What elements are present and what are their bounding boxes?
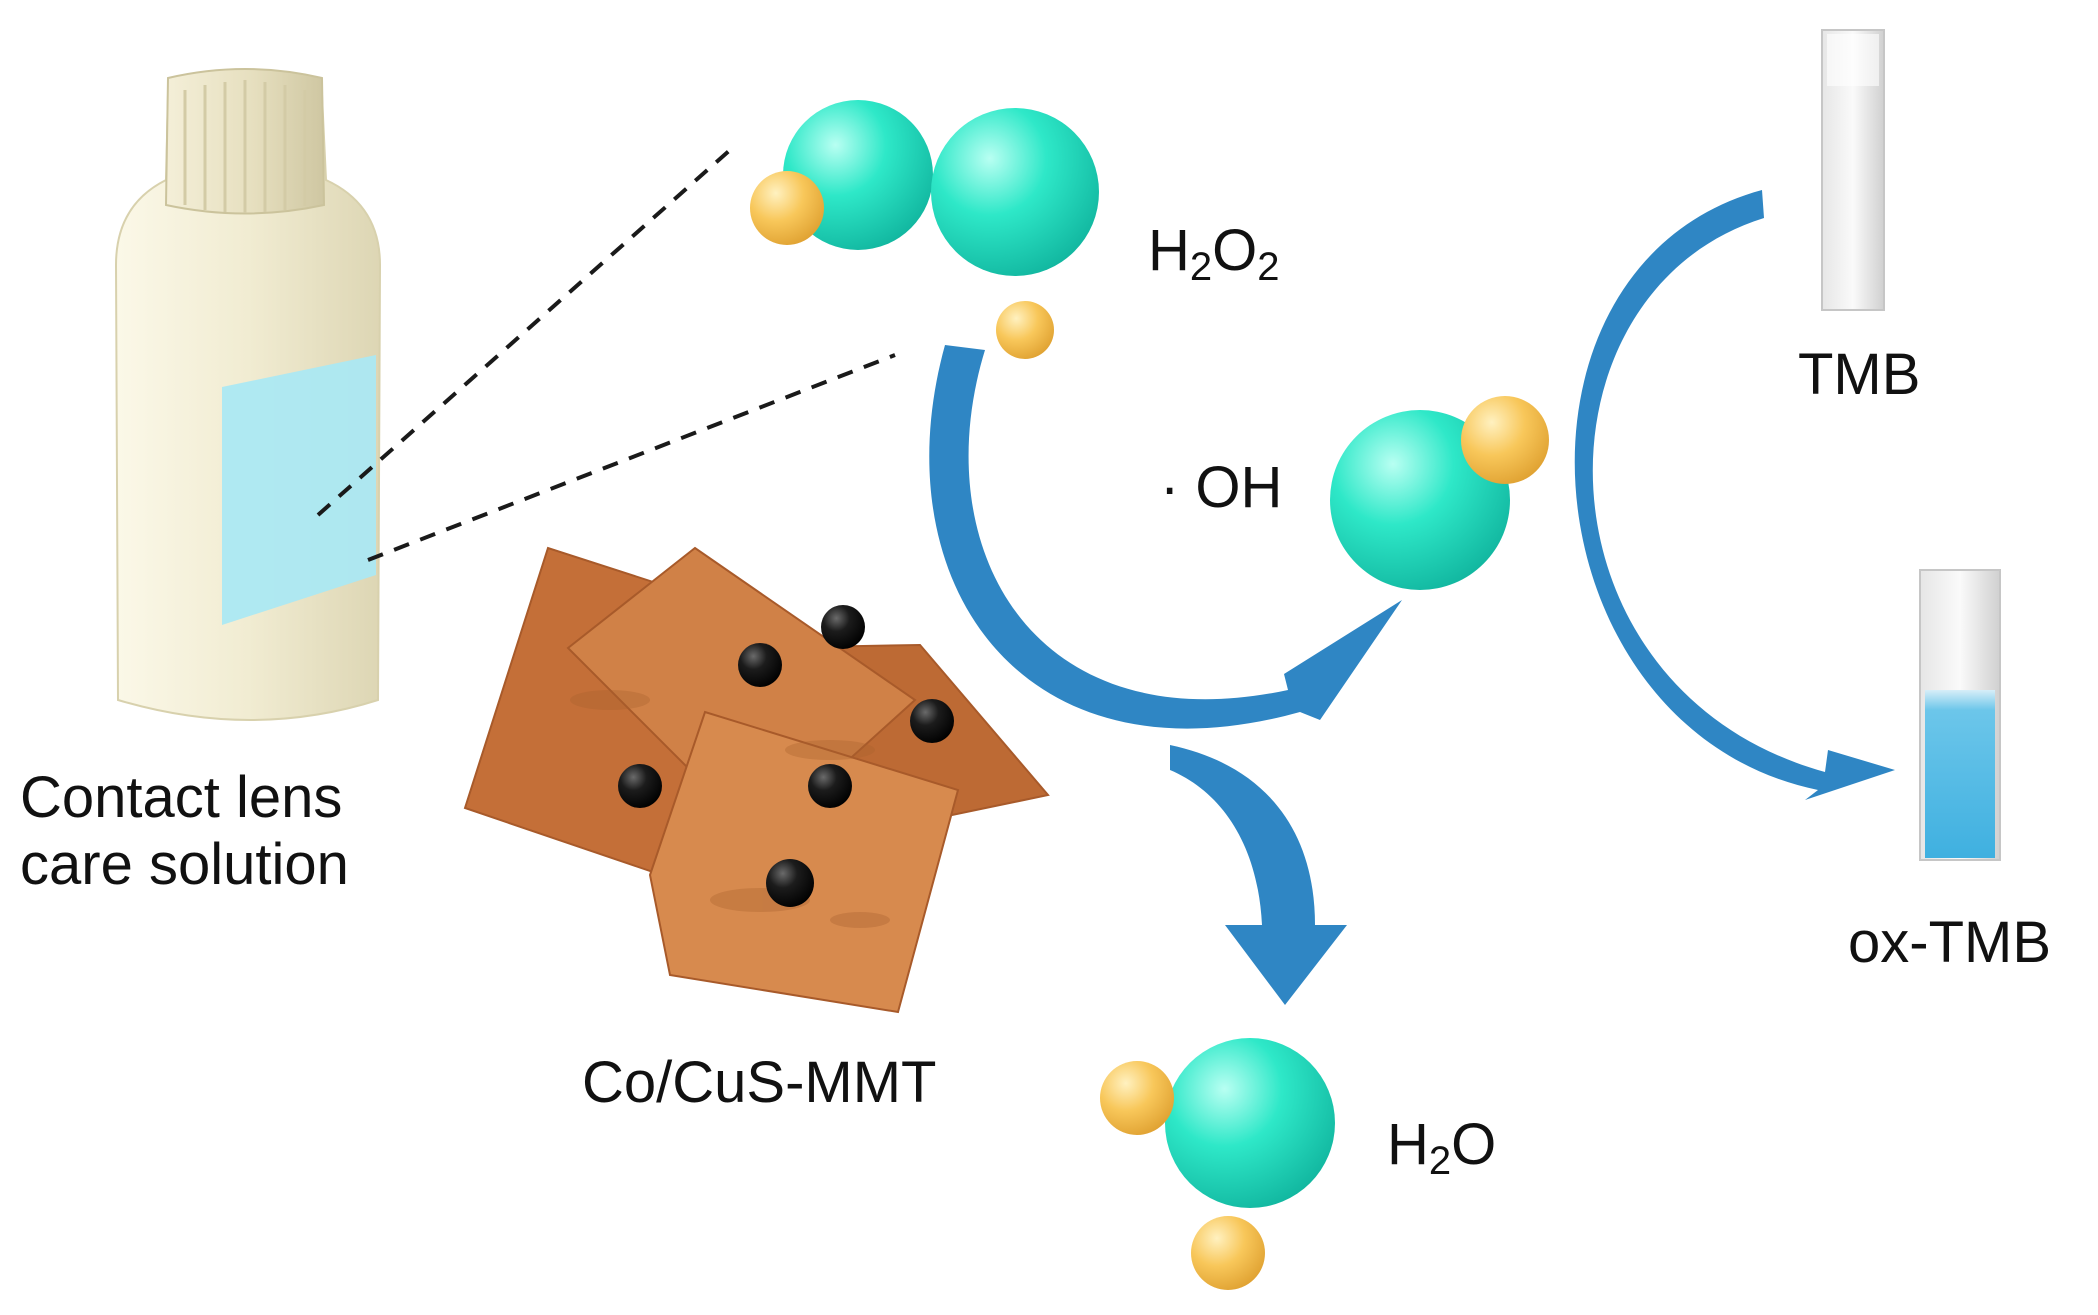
nanoparticle	[821, 605, 865, 649]
solution-bottle	[114, 68, 382, 721]
nanoparticle	[910, 699, 954, 743]
h2o2-molecule	[750, 100, 1099, 359]
water-sub1: 2	[1428, 1139, 1452, 1183]
ox-tmb-cuvette	[1919, 569, 2001, 861]
reaction-arrows	[929, 190, 1895, 1005]
h2o2-sub2: 2	[1257, 245, 1280, 289]
water-o: O	[1451, 1112, 1497, 1177]
contact-lens-label: Contact lens care solution	[20, 765, 349, 898]
zoom-lines	[316, 148, 896, 562]
h2o2-label: H2O2	[1148, 218, 1280, 287]
contact-lens-label-line-2: care solution	[20, 831, 349, 897]
tmb-label: TMB	[1798, 342, 1921, 407]
nanoparticle	[808, 764, 852, 808]
h2o2-h: H	[1148, 218, 1190, 283]
contact-lens-label-line-1: Contact lens	[20, 765, 343, 830]
oh-radical-molecule	[1330, 396, 1549, 590]
nanoparticle	[738, 643, 782, 687]
arrow-h2o2-to-oh	[929, 345, 1402, 729]
water-h: H	[1387, 1112, 1429, 1177]
h2o2-sub1: 2	[1189, 245, 1213, 289]
ox-tmb-label: ox-TMB	[1848, 910, 2051, 975]
arrow-to-water	[1170, 745, 1347, 1005]
co-cus-mmt-catalyst	[463, 546, 1050, 1014]
nanoparticle	[766, 859, 814, 907]
tmb-cuvette	[1821, 29, 1885, 311]
h2o2-o: O	[1212, 218, 1258, 283]
oh-radical-label: · OH	[1160, 455, 1283, 520]
bottle-label	[222, 355, 376, 625]
nanoparticle	[618, 764, 662, 808]
catalyst-label: Co/CuS-MMT	[582, 1050, 937, 1115]
water-label: H2O	[1387, 1112, 1497, 1181]
water-molecule	[1100, 1038, 1335, 1290]
